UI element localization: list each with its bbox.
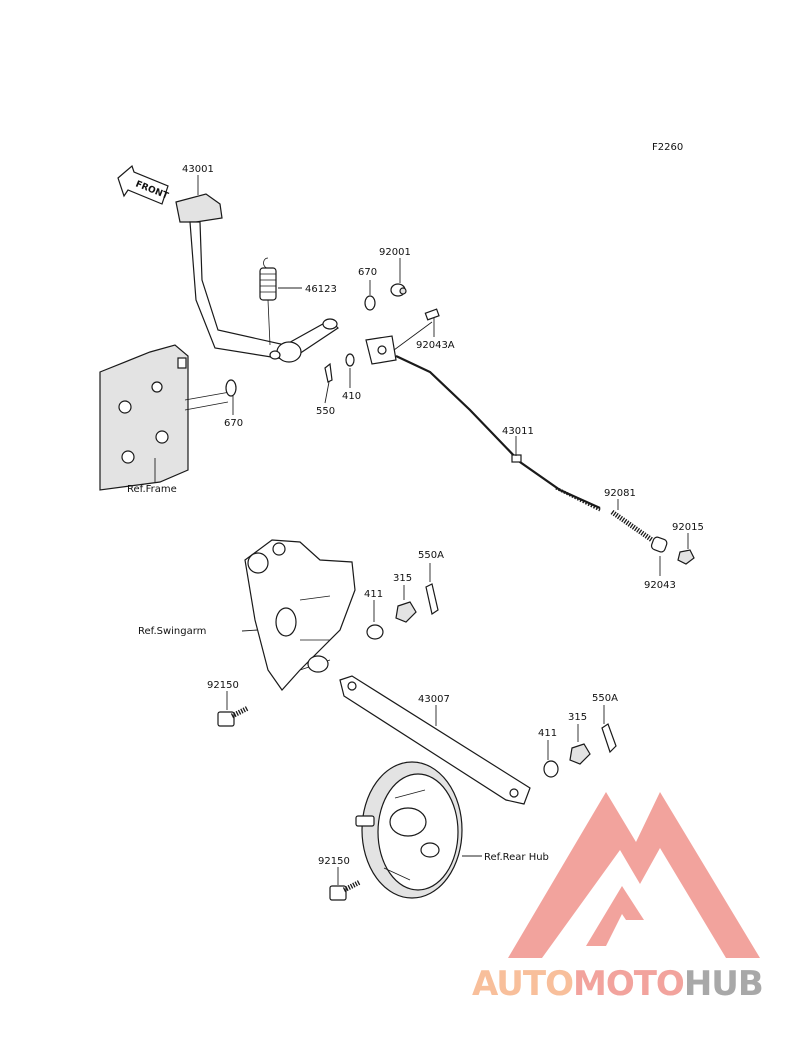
label-550A-top: 550A — [418, 550, 444, 561]
label-46123: 46123 — [305, 284, 337, 295]
watermark-text-auto: AUTO — [472, 964, 573, 1004]
label-92150-top: 92150 — [207, 680, 239, 691]
label-410: 410 — [342, 391, 361, 402]
spring-part — [259, 257, 277, 346]
cotter-pin-550A-bottom — [601, 723, 617, 754]
brake-rod-part — [395, 355, 601, 512]
watermark-m-shape — [508, 792, 760, 958]
watermark-text-moto: MOTO — [573, 964, 684, 1004]
washer-670-upper — [364, 295, 376, 311]
label-92015: 92015 — [672, 522, 704, 533]
figure-code: F2260 — [652, 142, 683, 153]
torque-link-part — [339, 675, 531, 805]
label-92001: 92001 — [379, 247, 411, 258]
svg-text:AUTOMOTOHUB: AUTOMOTOHUB — [472, 964, 763, 1004]
label-ref-frame: Ref.Frame — [127, 484, 177, 495]
nut-315-top — [395, 601, 417, 623]
joint-part — [365, 308, 440, 365]
label-670-upper: 670 — [358, 267, 377, 278]
watermark-text-hub: HUB — [684, 964, 763, 1004]
label-92043: 92043 — [644, 580, 676, 591]
label-315-bottom: 315 — [568, 712, 587, 723]
cotter-pin-550 — [324, 362, 333, 383]
rear-hub-panel-part — [355, 761, 463, 899]
brake-pedal-part — [175, 193, 339, 363]
washer-410 — [345, 353, 355, 367]
bolt-92150-top — [217, 705, 250, 727]
swingarm-part — [244, 539, 356, 691]
washer-411-bottom — [543, 760, 559, 778]
label-ref-rear-hub: Ref.Rear Hub — [484, 852, 549, 863]
label-315-top: 315 — [393, 573, 412, 584]
nut-92015-part — [677, 549, 695, 565]
washer-670-lower — [225, 379, 237, 397]
label-43007: 43007 — [418, 694, 450, 705]
label-670-lower: 670 — [224, 418, 243, 429]
label-550: 550 — [316, 406, 335, 417]
pin-92001-part — [390, 283, 407, 297]
rod-spring-92081 — [610, 509, 654, 543]
watermark-inner-shape — [586, 886, 644, 946]
label-92081: 92081 — [604, 488, 636, 499]
label-411-top: 411 — [364, 589, 383, 600]
label-550A-bottom: 550A — [592, 693, 618, 704]
nut-315-bottom — [569, 743, 591, 765]
collar-92043-part — [650, 536, 668, 553]
label-ref-swingarm: Ref.Swingarm — [138, 626, 206, 637]
label-92150-bottom: 92150 — [318, 856, 350, 867]
watermark-logo: AUTOMOTOHUB — [472, 792, 764, 1004]
label-43011: 43011 — [502, 426, 534, 437]
label-43001: 43001 — [182, 164, 214, 175]
washer-411-top — [366, 624, 384, 640]
frame-part — [99, 344, 231, 491]
label-411-bottom: 411 — [538, 728, 557, 739]
cotter-pin-550A-top — [425, 583, 439, 615]
bolt-92150-bottom — [329, 879, 362, 901]
front-arrow-icon: FRONT — [117, 164, 170, 205]
label-92043A: 92043A — [416, 340, 455, 351]
